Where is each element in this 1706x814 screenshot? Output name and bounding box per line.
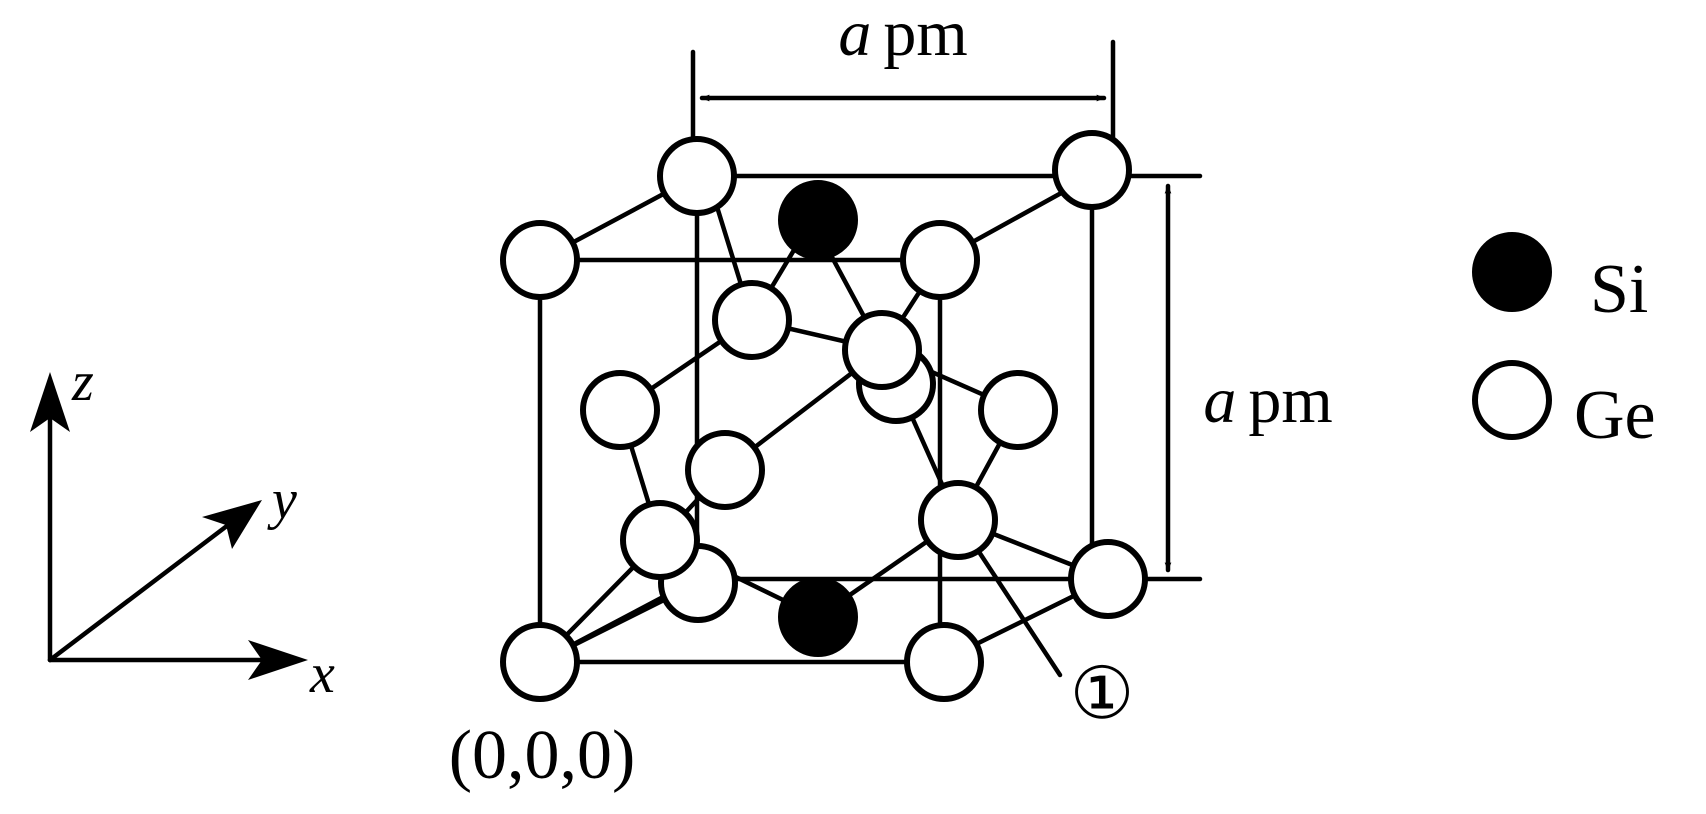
ge-atom <box>900 220 980 300</box>
ge-atom <box>842 310 922 390</box>
z-axis-label: z <box>71 351 94 413</box>
legend-si-marker-icon <box>1472 232 1552 312</box>
atoms <box>500 130 1148 702</box>
ge-atom <box>620 500 700 580</box>
marked-atom-label: ① <box>1070 654 1135 734</box>
y-axis-arrow-icon <box>202 500 262 549</box>
ge-atom <box>580 370 660 450</box>
dimension-top-unit: pm <box>883 0 967 70</box>
dimension-right-symbol: a <box>1203 364 1236 437</box>
ge-atom <box>685 430 765 510</box>
ge-atom <box>657 136 737 216</box>
ge-atom-marked <box>918 480 998 560</box>
y-axis-line <box>47 513 243 663</box>
dimension-top-symbol: a <box>838 0 871 70</box>
ge-atom <box>712 280 792 360</box>
ge-atom <box>1052 130 1132 210</box>
z-axis-arrow-icon <box>30 372 70 432</box>
dimension-right-unit: pm <box>1248 364 1332 437</box>
ge-atom <box>1068 539 1148 619</box>
x-axis-arrow-icon <box>248 640 308 680</box>
legend-si-label: Si <box>1590 251 1648 328</box>
si-atom <box>778 180 858 260</box>
coordinate-axes: z y x <box>30 351 335 705</box>
origin-label: (0,0,0) <box>449 717 636 794</box>
legend: Si Ge <box>1472 232 1656 454</box>
ge-atom <box>500 622 580 702</box>
ge-atom <box>904 622 984 702</box>
y-axis-label: y <box>267 469 297 531</box>
legend-ge-marker-icon <box>1472 360 1552 440</box>
si-atom <box>778 577 858 657</box>
ge-atom <box>978 370 1058 450</box>
legend-ge-label: Ge <box>1574 377 1656 454</box>
x-axis-label: x <box>309 643 335 705</box>
ge-atom <box>500 220 580 300</box>
